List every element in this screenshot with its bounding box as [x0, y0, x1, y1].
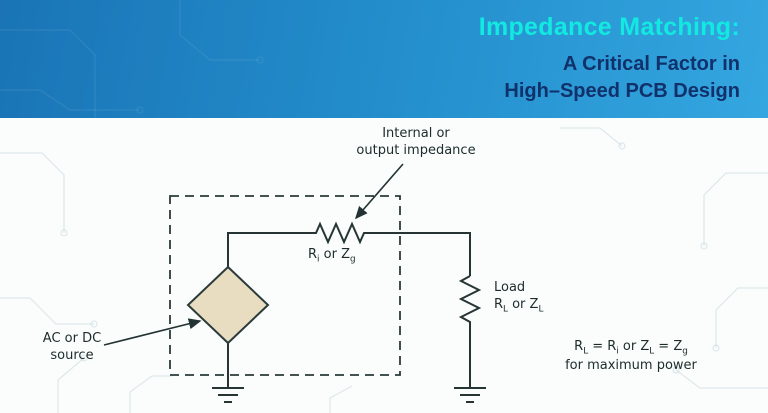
source-arrow [103, 318, 202, 346]
label-subscript: g [349, 254, 356, 265]
subtitle-line2: High–Speed PCB Design [504, 80, 740, 102]
pcb-trace [0, 29, 96, 118]
pcb-trace [0, 152, 65, 233]
ground-symbol-source [212, 387, 244, 403]
label-subscript: g [682, 346, 688, 357]
subtitle-line1: A Critical Factor in [562, 53, 740, 75]
pcb-trace-background [0, 127, 768, 413]
pcb-trace [560, 127, 623, 147]
load-label: Load RL or ZL [494, 280, 584, 316]
pcb-via [712, 344, 720, 352]
label-part: R [574, 339, 584, 354]
header-banner: Impedance Matching: A Critical Factor in… [0, 0, 768, 118]
pcb-trace [675, 369, 768, 389]
pcb-via [256, 56, 264, 64]
load-label-line1: Load [494, 280, 526, 295]
label-part: or Z [319, 247, 350, 262]
label-subscript: i [616, 346, 619, 357]
source-label-line2: source [50, 347, 94, 363]
impedance-arrow [354, 163, 404, 220]
page-subtitle: A Critical Factor in High–Speed PCB Desi… [479, 51, 740, 105]
pcb-via [90, 320, 98, 328]
dashed-boundary-box [169, 195, 401, 376]
pcb-trace [129, 375, 172, 413]
header-trace-decoration [0, 0, 264, 118]
label-part: = Z [654, 339, 683, 354]
circuit-diagram [0, 127, 768, 413]
pcb-trace [57, 357, 85, 413]
pcb-trace [0, 297, 94, 325]
pcb-via [618, 142, 626, 150]
formula-line2: for maximum power [565, 358, 697, 374]
load-label-line2: RL or ZL [494, 297, 584, 316]
pcb-trace [329, 385, 353, 413]
series-resistor [227, 221, 471, 276]
load-resistor [458, 275, 482, 388]
label-subscript: L [583, 346, 589, 357]
label-part: or Z [618, 339, 650, 354]
impedance-note-line2: output impedance [356, 142, 476, 158]
pcb-via [700, 242, 708, 250]
source-label-line1: AC or DC [42, 331, 102, 346]
label-part: R [494, 296, 504, 312]
label-subscript: L [538, 304, 544, 315]
page-title: Impedance Matching: [478, 13, 740, 41]
label-subscript: L [649, 346, 655, 357]
label-subscript: L [503, 304, 508, 315]
label-part: = R [588, 339, 617, 354]
label-part: or Z [507, 296, 539, 312]
label-part: R [308, 247, 318, 262]
source-label: AC or DC source [26, 331, 118, 365]
pcb-via [80, 354, 88, 362]
pcb-trace [0, 89, 140, 111]
pcb-trace [715, 287, 768, 348]
series-impedance-label: Ri or Zg [308, 247, 398, 266]
source-diamond [186, 265, 270, 345]
header-text-block: Impedance Matching: A Critical Factor in… [479, 13, 740, 105]
pcb-trace [703, 172, 768, 246]
pcb-trace [179, 0, 260, 61]
pcb-via [60, 229, 68, 237]
formula-line1: RL = Ri or ZL = Zg [536, 339, 726, 358]
impedance-note-line1: Internal or [382, 126, 450, 141]
pcb-via [136, 106, 144, 114]
impedance-note: Internal or output impedance [337, 126, 495, 160]
label-subscript: i [317, 254, 320, 265]
max-power-formula: RL = Ri or ZL = Zg for maximum power [536, 339, 726, 375]
ground-symbol-load [454, 387, 486, 403]
pcb-via [672, 366, 680, 374]
